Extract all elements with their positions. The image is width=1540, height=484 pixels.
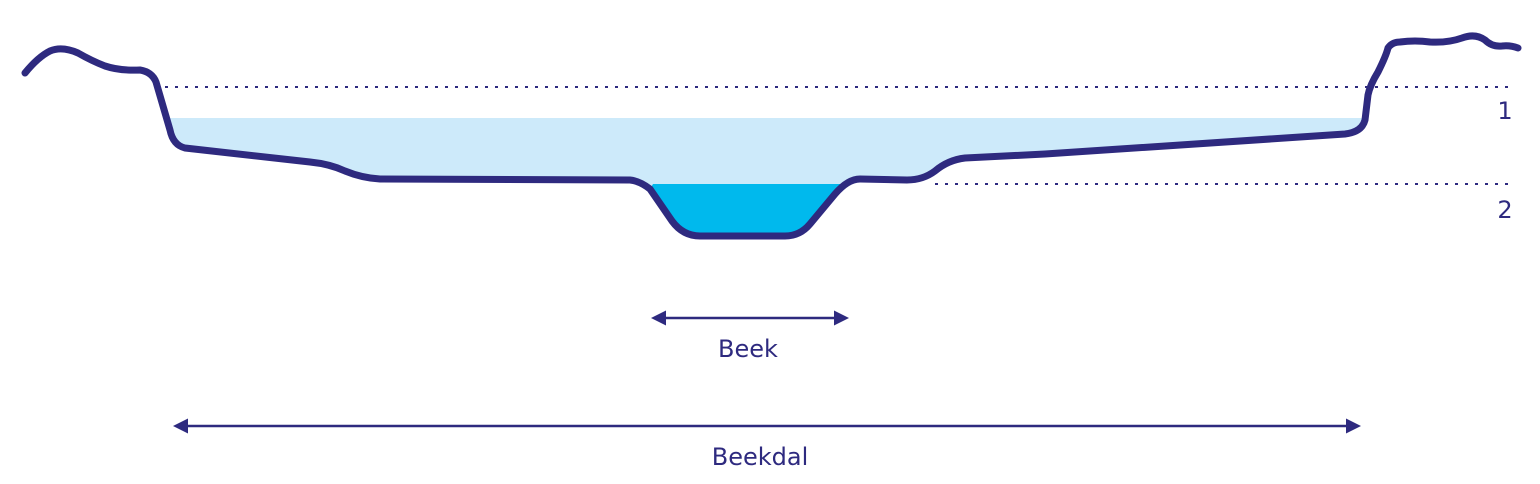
level-1-label: 1: [1497, 97, 1512, 125]
level-1-water-fill: [168, 118, 1366, 236]
terrain-profile-line: [21, 32, 1522, 240]
level-2-label: 2: [1497, 196, 1512, 224]
stream-label: Beek: [718, 335, 778, 363]
level-2-water-fill: [650, 184, 843, 236]
valley-label: Beekdal: [712, 443, 809, 471]
